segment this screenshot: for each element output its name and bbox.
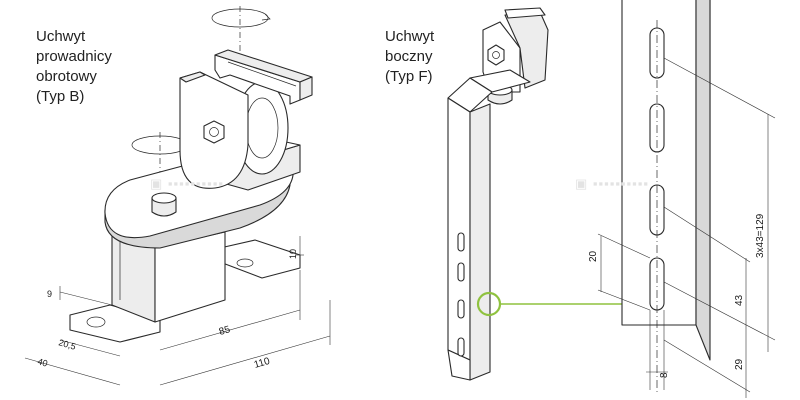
- detail-callout: [476, 291, 626, 317]
- dim-110: 110: [253, 356, 272, 371]
- side-plate: [179, 71, 249, 189]
- caption-type-f: Uchwyt boczny (Typ F): [385, 27, 434, 87]
- dim-85: 85: [218, 324, 232, 338]
- dim-29: 29: [734, 358, 745, 370]
- type-b-dimensions: 10 9 85 110 20,5 40: [24, 236, 331, 386]
- dim-40: 40: [36, 356, 48, 368]
- type-f-slots: [457, 232, 465, 357]
- caption-b-line-4: (Typ B): [36, 88, 85, 105]
- dim-9: 9: [47, 289, 52, 299]
- strip-elevation: ▣ ▪▪▪▪▪▪▪▪▪▪ 3x43=129 43 29: [575, 0, 776, 398]
- caption-b-line-1: Uchwyt: [36, 28, 86, 45]
- dim-8: 8: [659, 372, 670, 378]
- dim-3x43-129: 3x43=129: [755, 213, 766, 258]
- dim-20-5: 20,5: [57, 337, 77, 351]
- caption-b-line-2: prowadnicy: [36, 48, 112, 65]
- type-b-holder: 10 9 85 110 20,5 40 ▣ ▪▪▪▪▪▪▪: [24, 6, 331, 386]
- dim-10: 10: [288, 249, 298, 259]
- watermark-left: ▣ ▪▪▪▪▪▪▪▪▪▪: [150, 176, 224, 191]
- guide-channel: [214, 49, 313, 105]
- watermark-right: ▣ ▪▪▪▪▪▪▪▪▪▪: [575, 176, 649, 191]
- caption-f-line-1: Uchwyt: [385, 28, 435, 45]
- rotation-arrow-top: [211, 6, 271, 60]
- caption-type-b: Uchwyt prowadnicy obrotowy (Typ B): [36, 27, 112, 107]
- caption-f-line-3: (Typ F): [385, 68, 433, 85]
- type-f-holder: [447, 7, 626, 381]
- type-f-bracket: [447, 69, 531, 381]
- caption-b-line-3: obrotowy: [36, 68, 97, 85]
- dim-43: 43: [734, 294, 745, 306]
- plate-bolt: [151, 192, 177, 217]
- dim-20: 20: [588, 250, 599, 262]
- caption-f-line-2: boczny: [385, 48, 433, 65]
- strip-dimensions: 3x43=129 43 29 20 8: [588, 20, 776, 398]
